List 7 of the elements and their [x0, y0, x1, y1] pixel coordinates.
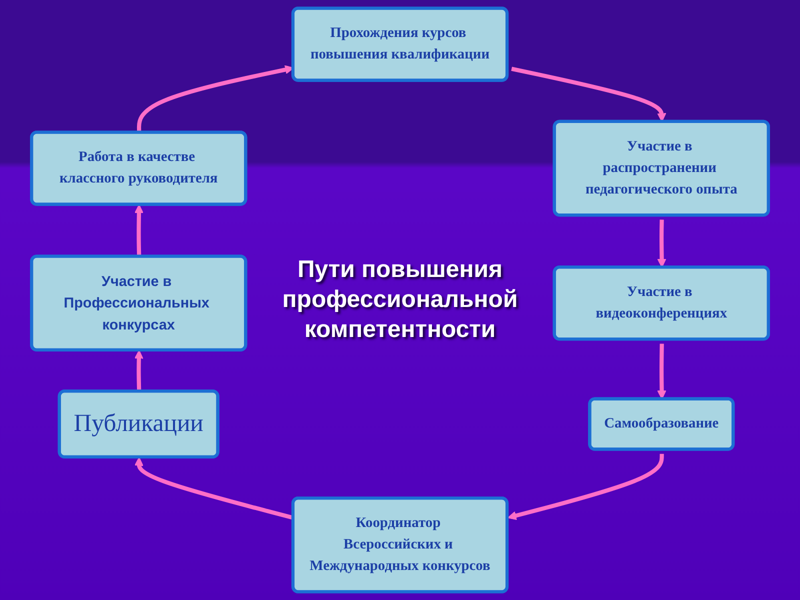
- arrow: [511, 66, 666, 122]
- arrow: [508, 454, 664, 520]
- arrow: [657, 344, 666, 400]
- arrow: [134, 350, 144, 392]
- arrow: [657, 220, 666, 268]
- arrow: [134, 204, 144, 257]
- diagram-title: Пути повышения профессиональной компетентности: [281, 255, 519, 345]
